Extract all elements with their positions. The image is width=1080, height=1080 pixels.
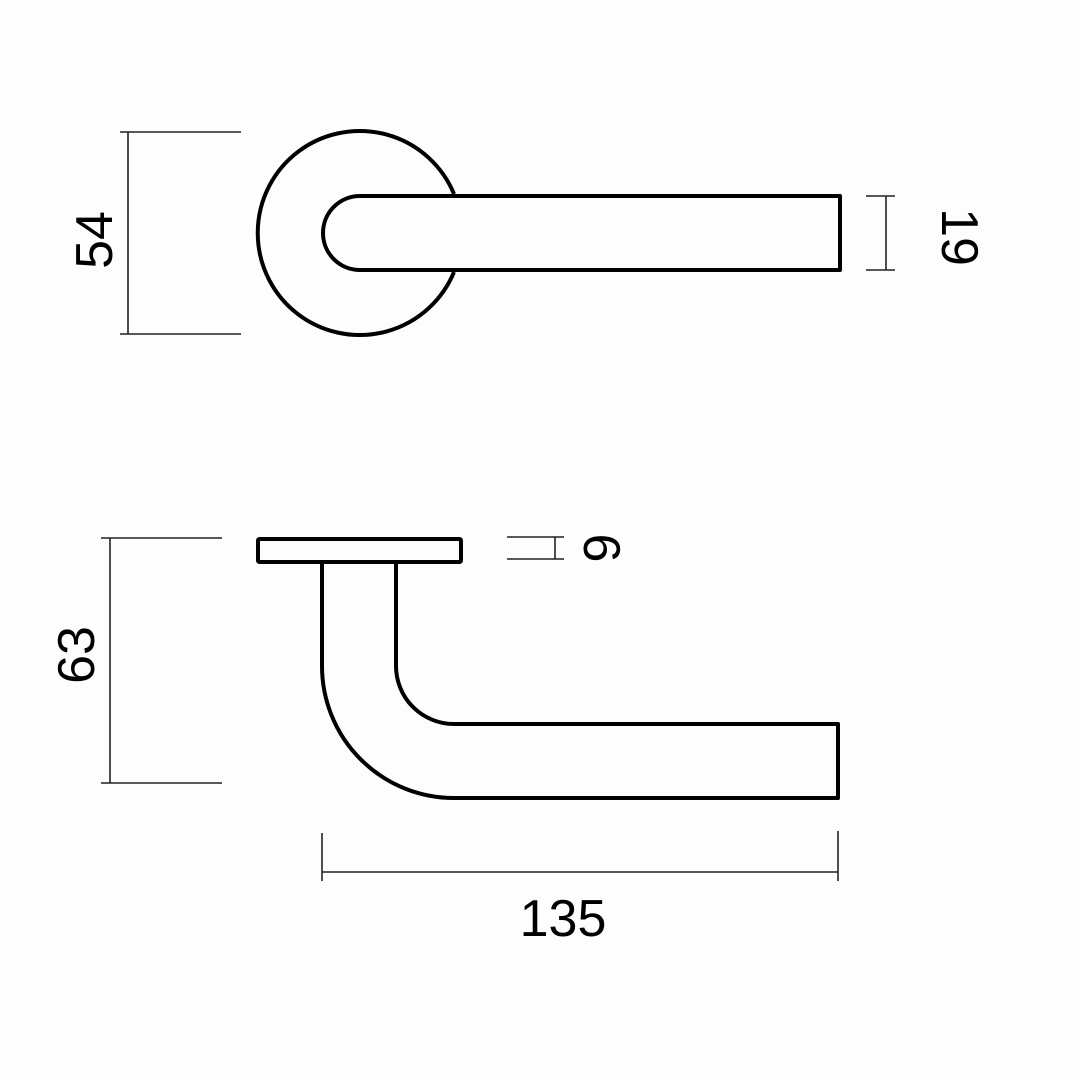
- dimension-rose-thickness: 6: [507, 534, 630, 563]
- overall-height-label: 63: [48, 626, 106, 684]
- dimension-lever-projection: 135: [321, 831, 839, 948]
- dimension-rose-diameter: 54: [66, 131, 241, 335]
- lever-outline-side: [320, 562, 840, 800]
- top-view: 54 19: [66, 129, 988, 337]
- lever-projection-label: 135: [520, 890, 607, 948]
- dimension-overall-height: 63: [48, 537, 222, 784]
- rose-diameter-label: 54: [66, 211, 124, 269]
- rose-plate: [256, 537, 463, 564]
- rose-thickness-label: 6: [572, 534, 630, 563]
- lever-width-label: 19: [930, 208, 988, 266]
- dimension-lever-width: 19: [866, 195, 988, 271]
- lever-outline-top: [321, 194, 842, 272]
- side-view: 6 63 135: [48, 534, 840, 948]
- rose-outline: [255, 129, 456, 337]
